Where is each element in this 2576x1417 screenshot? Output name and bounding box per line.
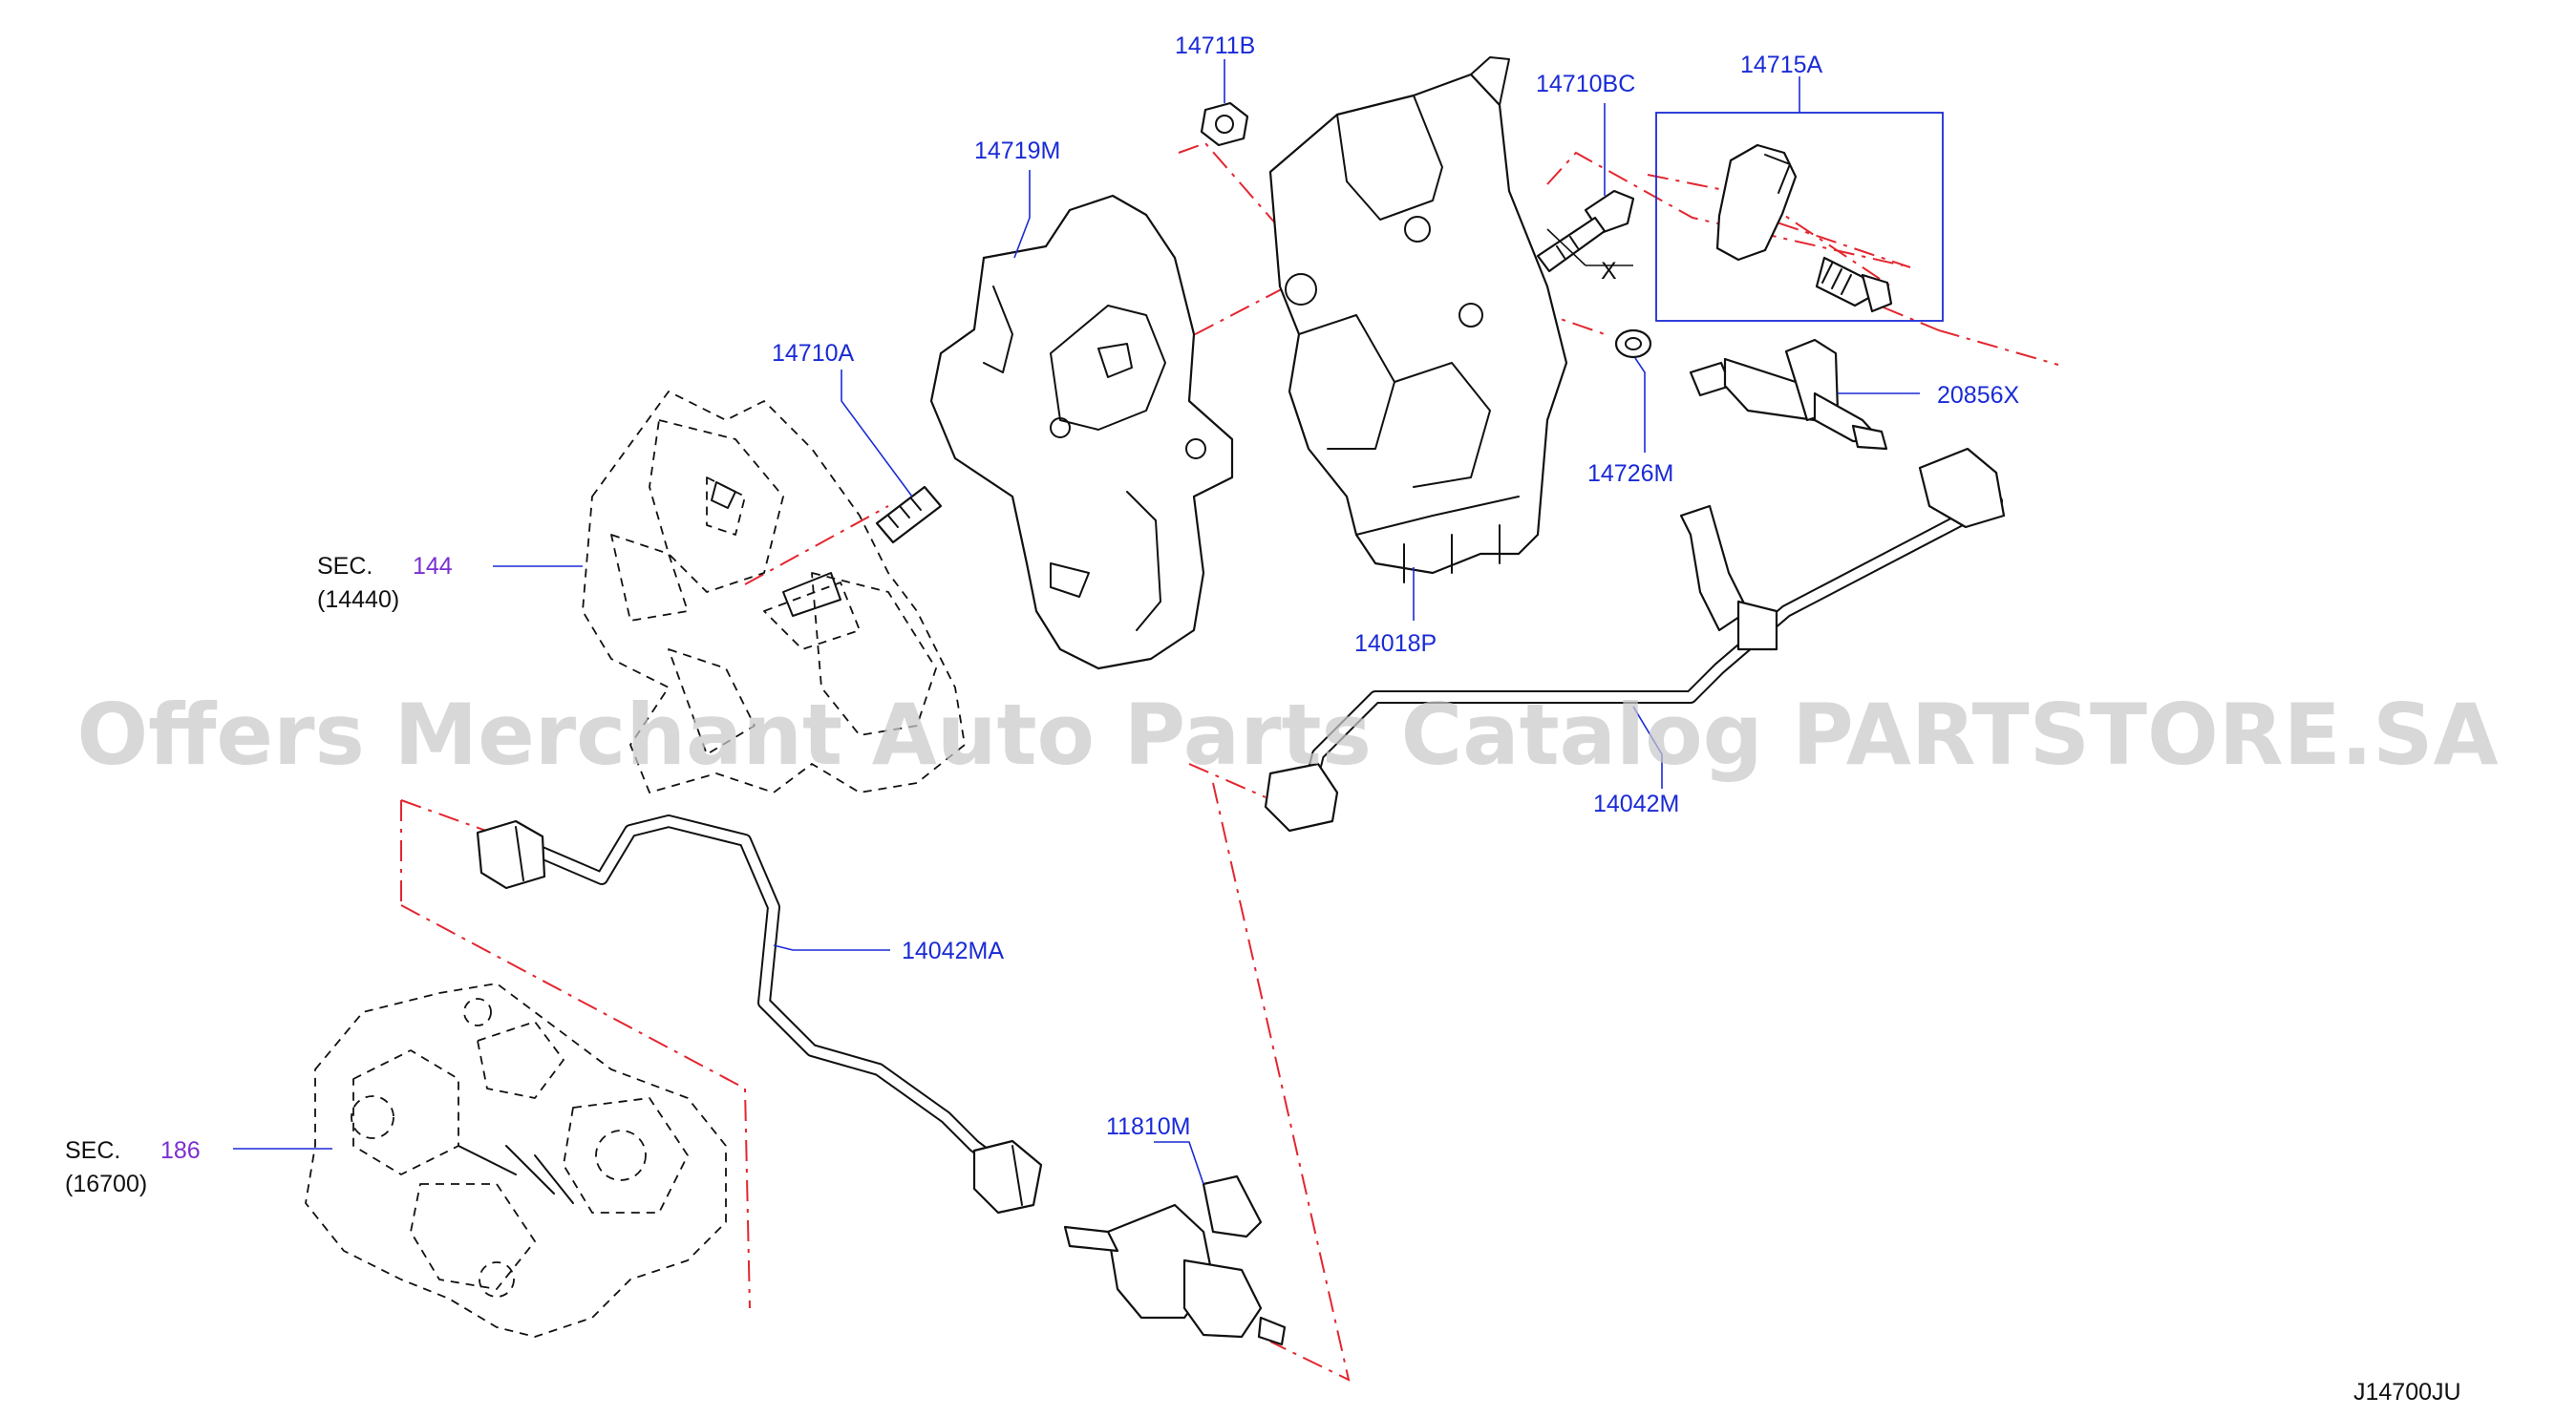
label-14710a[interactable]: 14710A — [772, 340, 855, 367]
label-14726m[interactable]: 14726M — [1587, 460, 1673, 487]
marker-x-group: X — [1546, 228, 1633, 285]
sec186-prefix: SEC. — [65, 1137, 120, 1164]
label-14711b[interactable]: 14711B — [1175, 32, 1255, 59]
part-14042ma-tube[interactable] — [476, 814, 1043, 1215]
label-14018p[interactable]: 14018P — [1354, 630, 1437, 657]
part-14711b-nut[interactable] — [1200, 101, 1249, 147]
sec186-subcode: (16700) — [65, 1171, 147, 1197]
callout-box-14715a — [1655, 112, 1944, 322]
part-14710bc-bolt[interactable] — [1536, 189, 1635, 273]
label-11810m[interactable]: 11810M — [1106, 1113, 1191, 1140]
label-14719m[interactable]: 14719M — [974, 137, 1060, 164]
part-14715a-clamp[interactable] — [1655, 112, 1944, 322]
label-14042ma[interactable]: 14042MA — [902, 938, 1004, 964]
part-11810m-valve[interactable] — [1063, 1174, 1287, 1346]
part-labels: 14711B 14719M 14710BC 14715A 14710A 2085… — [65, 32, 2461, 1406]
leader-lines — [233, 59, 1920, 1185]
sec144-number[interactable]: 144 — [413, 553, 453, 580]
marker-x: X — [1601, 258, 1617, 285]
sec186-ghost-assembly — [305, 983, 727, 1338]
label-14715a[interactable]: 14715A — [1740, 52, 1823, 78]
part-20856x-injector[interactable] — [1689, 338, 1888, 451]
part-14018p-bracket[interactable] — [1268, 56, 1568, 583]
label-20856x[interactable]: 20856X — [1937, 382, 2020, 409]
watermark-text: Offers Merchant Auto Parts Catalog PARTS… — [76, 686, 2498, 784]
sec144-prefix: SEC. — [317, 553, 373, 580]
part-14726m-washer[interactable] — [1614, 328, 1652, 359]
part-14719m-shield[interactable] — [929, 194, 1234, 670]
label-14042m[interactable]: 14042M — [1593, 791, 1679, 817]
part-14042m-tube[interactable] — [1264, 447, 2006, 833]
label-14710bc[interactable]: 14710BC — [1536, 71, 1635, 97]
part-14710a-stud[interactable] — [875, 485, 943, 544]
sec186-number[interactable]: 186 — [160, 1137, 201, 1164]
sec144-subcode: (14440) — [317, 586, 399, 613]
diagram-code: J14700JU — [2353, 1379, 2461, 1406]
sec144-ghost-assembly — [582, 391, 966, 793]
